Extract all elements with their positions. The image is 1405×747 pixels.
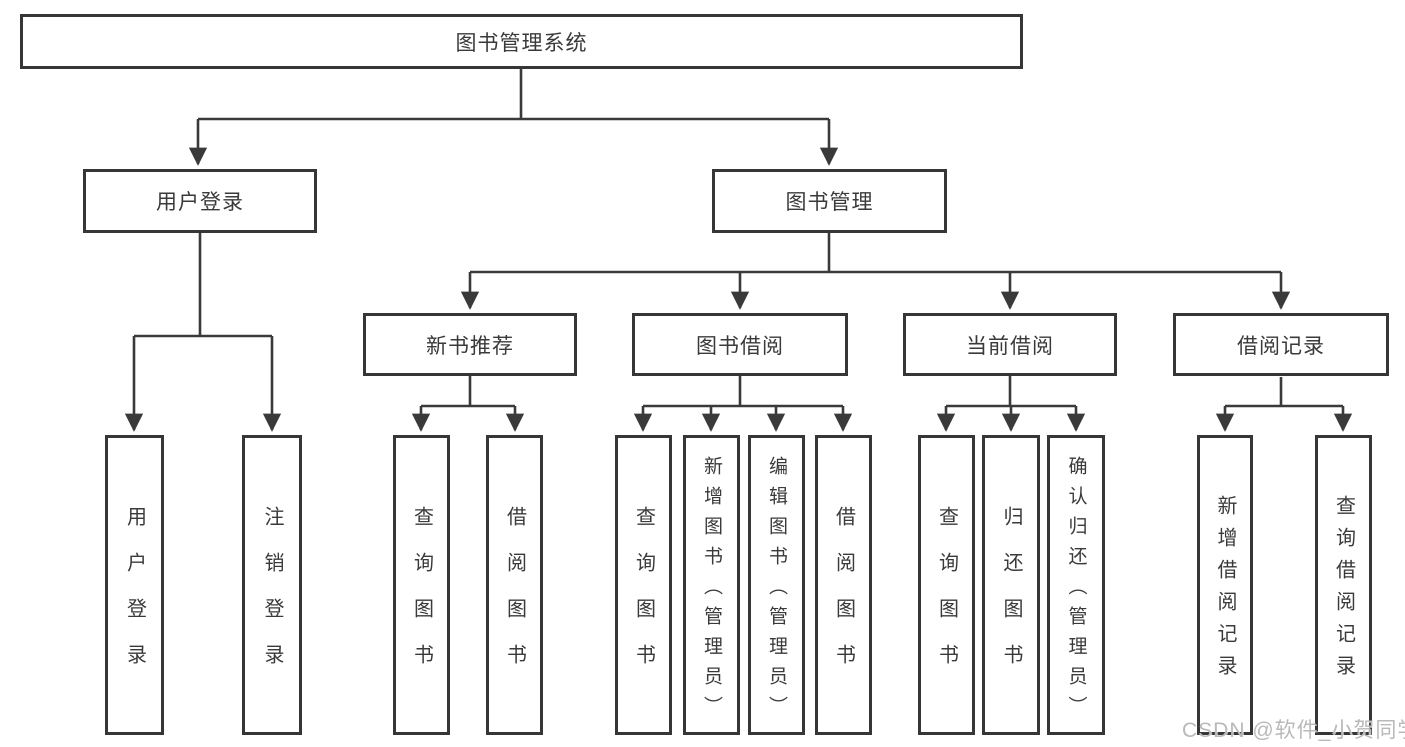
leaf-label: 确认归还（管理员） <box>1065 455 1087 726</box>
leaf-add-book-admin: 新增图书（管理员） <box>683 435 740 735</box>
node-label: 用户登录 <box>156 191 244 214</box>
node-label: 图书管理 <box>785 191 874 214</box>
node-new-book-recommendation: 新书推荐 <box>363 313 577 376</box>
leaf-edit-book-admin: 编辑图书（管理员） <box>748 435 805 735</box>
leaf-label: 归还图书 <box>1000 506 1022 690</box>
leaf-label: 新增图书（管理员） <box>701 455 722 726</box>
node-user-login: 用户登录 <box>83 169 317 233</box>
node-borrowing-records: 借阅记录 <box>1173 313 1389 376</box>
leaf-label: 注销登录 <box>261 506 283 690</box>
leaf-borrow-books-recommend: 借阅图书 <box>486 435 543 735</box>
node-book-management: 图书管理 <box>712 169 947 233</box>
leaf-label: 查询借阅记录 <box>1332 495 1355 687</box>
leaf-label: 用户登录 <box>123 506 146 690</box>
leaf-borrow-books: 借阅图书 <box>815 435 872 735</box>
leaf-label: 编辑图书（管理员） <box>766 455 787 726</box>
leaf-logout: 注销登录 <box>242 435 302 735</box>
leaf-confirm-return-admin: 确认归还（管理员） <box>1047 435 1105 735</box>
node-library-management-system: 图书管理系统 <box>20 14 1023 69</box>
csdn-watermark: CSDN @软件_小贺同学 <box>1182 719 1405 742</box>
leaf-label: 查询图书 <box>935 506 958 690</box>
leaf-add-borrow-record: 新增借阅记录 <box>1197 435 1253 735</box>
node-label: 当前借阅 <box>966 334 1054 358</box>
leaf-query-books-current: 查询图书 <box>918 435 975 735</box>
node-label: 借阅记录 <box>1237 334 1325 358</box>
node-label: 图书借阅 <box>696 334 784 358</box>
node-label: 图书管理系统 <box>455 31 588 55</box>
leaf-label: 查询图书 <box>410 506 433 690</box>
node-label: 新书推荐 <box>426 334 514 358</box>
leaf-label: 借阅图书 <box>503 506 526 690</box>
leaf-return-books: 归还图书 <box>982 435 1040 735</box>
leaf-label: 新增借阅记录 <box>1214 495 1236 687</box>
leaf-user-login: 用户登录 <box>105 435 164 735</box>
leaf-query-borrow-record: 查询借阅记录 <box>1315 435 1372 735</box>
node-book-borrowing: 图书借阅 <box>632 313 848 376</box>
leaf-query-books-recommend: 查询图书 <box>393 435 450 735</box>
leaf-label: 借阅图书 <box>832 506 855 690</box>
leaf-query-books-borrow: 查询图书 <box>615 435 672 735</box>
leaf-label: 查询图书 <box>632 506 655 690</box>
node-current-borrowing: 当前借阅 <box>903 313 1117 376</box>
